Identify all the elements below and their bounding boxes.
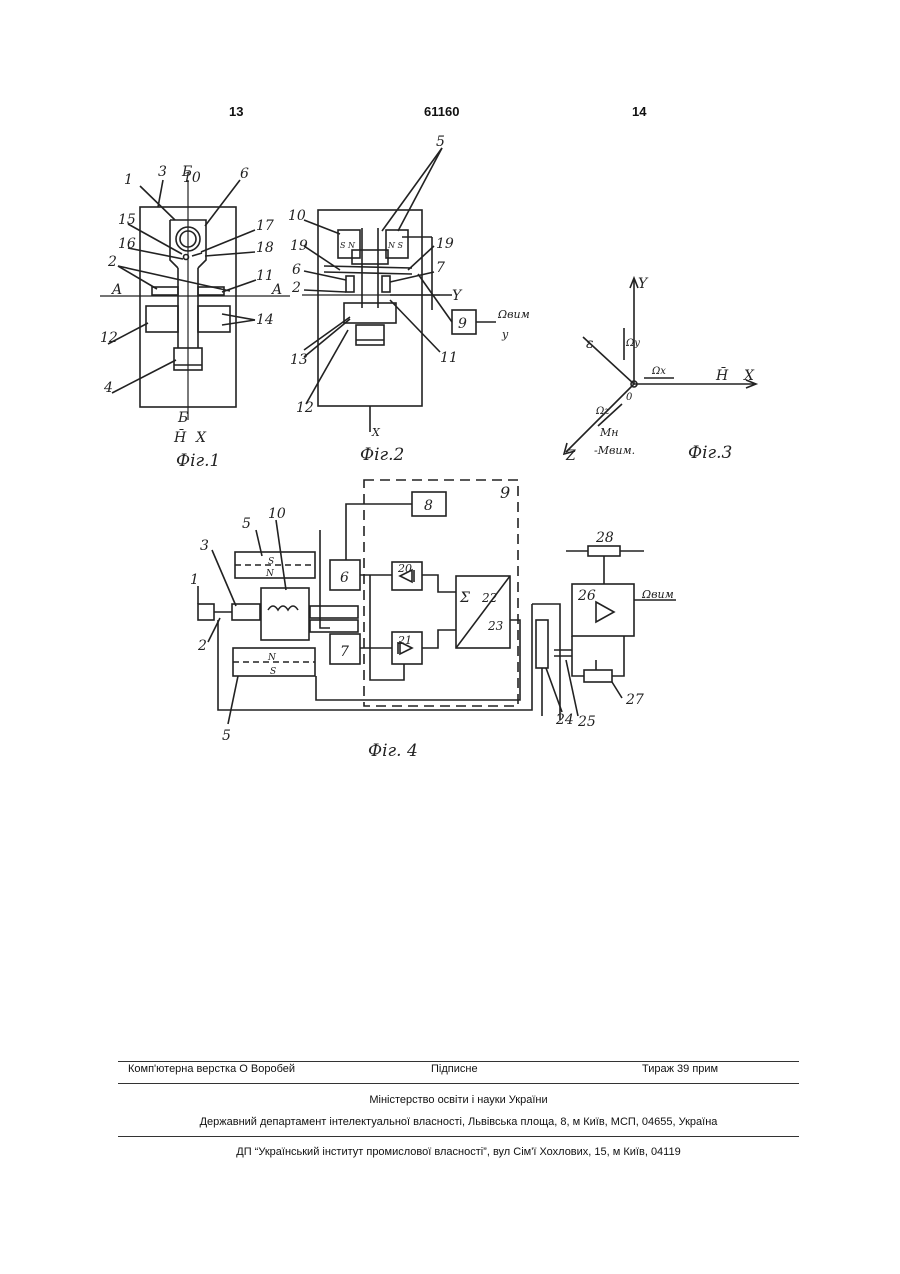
- figure-4-caption: Фіг. 4: [368, 741, 418, 761]
- fig3-label-2: X: [743, 368, 755, 384]
- fig2-label-14: 12: [296, 400, 314, 416]
- patent-drawings: 1 3 6 10 15 16 17 18 2 11 12 14 4 A A Б …: [0, 120, 900, 780]
- fig2-label-1: 5: [436, 134, 445, 150]
- fig3-label-10: Мн: [599, 426, 619, 439]
- fig1-label-7: 17: [256, 218, 274, 234]
- fig4-label-21: 26: [577, 588, 596, 604]
- fig3-label-9: 0: [626, 392, 633, 403]
- fig4-label-25: 5: [222, 728, 231, 744]
- fig1-label-14: A: [110, 282, 122, 298]
- fig3-label-8: ε: [586, 336, 594, 352]
- fig4-label-4: 8: [424, 498, 433, 514]
- fig4-label-23: 28: [595, 530, 614, 546]
- page-number-right: 14: [632, 104, 646, 119]
- imprint-bottom-rule: [118, 1136, 799, 1137]
- fig3-label-1: Y: [638, 276, 649, 292]
- imprint-middle-rule: [118, 1083, 799, 1084]
- fig1-label-6: 16: [118, 236, 136, 252]
- fig4-label-2: 10: [268, 506, 286, 522]
- fig1-label-11: 12: [100, 330, 118, 346]
- fig4-label-14: 23: [487, 619, 504, 633]
- patent-number: 61160: [424, 104, 459, 119]
- fig1-label-17: Б: [177, 410, 188, 426]
- fig4-label-6: 1: [190, 572, 199, 588]
- imprint-top-rule: [118, 1061, 799, 1062]
- fig1-label-9: 2: [107, 254, 117, 270]
- fig1-label-15: A: [270, 282, 282, 298]
- fig2-label-3: 19: [290, 238, 308, 254]
- fig1-label-12: 14: [256, 312, 274, 328]
- fig2-label-12: 13: [290, 352, 308, 368]
- fig4-label-16: N: [265, 569, 275, 579]
- fig3-label-11: -Мвим.: [594, 444, 635, 457]
- fig2-label-7: 2: [291, 280, 301, 296]
- fig2-label-4: 19: [436, 236, 454, 252]
- fig4-label-1: 5: [242, 516, 251, 532]
- fig3-label-7: Ωz: [595, 406, 610, 417]
- imprint-row: Комп'ютерна верстка О Воробей Підписне Т…: [118, 1063, 799, 1079]
- fig4-label-10: 20: [397, 562, 412, 575]
- figure-2-drawing: [302, 148, 496, 432]
- fig1-label-16: Б: [181, 164, 192, 180]
- fig2-label-10: Ωвим: [497, 308, 530, 321]
- fig4-label-13: 22: [481, 591, 497, 605]
- fig2-label-13: 11: [440, 350, 458, 366]
- figure-1-caption: Фіг.1: [176, 451, 220, 471]
- fig4-label-9: 7: [340, 644, 349, 660]
- fig4-label-22: 27: [625, 692, 644, 708]
- fig1-label-18: H̄: [173, 428, 187, 446]
- fig4-label-8: 6: [340, 570, 349, 586]
- fig1-label-13: 4: [103, 380, 113, 396]
- fig2-label-11: y: [501, 328, 509, 341]
- fig1-label-2: 3: [158, 164, 167, 180]
- fig2-label-15: X: [371, 426, 381, 439]
- fig2-label-8: Y: [452, 288, 463, 304]
- imprint-department: Державний департамент інтелектуальної вл…: [118, 1116, 799, 1128]
- fig3-label-5: Ωx: [651, 366, 666, 377]
- fig1-label-8: 18: [256, 240, 274, 256]
- fig1-label-19: X: [195, 430, 207, 446]
- fig1-label-3: 6: [240, 166, 249, 182]
- fig4-label-7: 2: [197, 638, 207, 654]
- fig1-label-1: 1: [124, 172, 133, 188]
- fig2-label-17: N S: [387, 241, 404, 250]
- figure-2-caption: Фіг.2: [360, 445, 404, 465]
- imprint-ministry: Міністерство освіти і науки України: [118, 1094, 799, 1106]
- fig2-label-16: S N: [340, 241, 356, 250]
- fig4-label-24: Ωвим: [641, 588, 674, 601]
- fig3-label-4: H̄: [715, 366, 729, 384]
- fig2-label-9: 9: [458, 316, 467, 332]
- fig2-label-5: 6: [292, 262, 301, 278]
- fig4-label-17: N: [267, 653, 277, 663]
- fig4-label-5: 3: [200, 538, 209, 554]
- fig1-label-5: 15: [118, 212, 136, 228]
- fig4-label-19: 24: [555, 712, 574, 728]
- imprint-circulation: Тираж 39 прим: [642, 1063, 718, 1075]
- fig4-label-20: 25: [577, 714, 596, 730]
- imprint-layout: Комп'ютерна верстка О Воробей: [128, 1063, 295, 1075]
- imprint-signed: Підписне: [431, 1063, 478, 1075]
- fig2-label-2: 10: [288, 208, 306, 224]
- fig4-label-18: S: [270, 667, 276, 677]
- fig2-label-6: 7: [436, 260, 445, 276]
- fig3-label-3: Z: [565, 448, 576, 464]
- fig3-label-6: Ωy: [625, 338, 640, 349]
- imprint-institute: ДП “Український інститут промислової вла…: [118, 1146, 799, 1158]
- fig4-label-3: 9: [500, 483, 510, 502]
- page-number-left: 13: [229, 104, 243, 119]
- figure-3-caption: Фіг.3: [688, 443, 732, 463]
- fig4-label-12: Σ: [459, 590, 470, 606]
- fig4-label-11: 21: [397, 634, 412, 647]
- fig4-label-15: S: [268, 557, 274, 567]
